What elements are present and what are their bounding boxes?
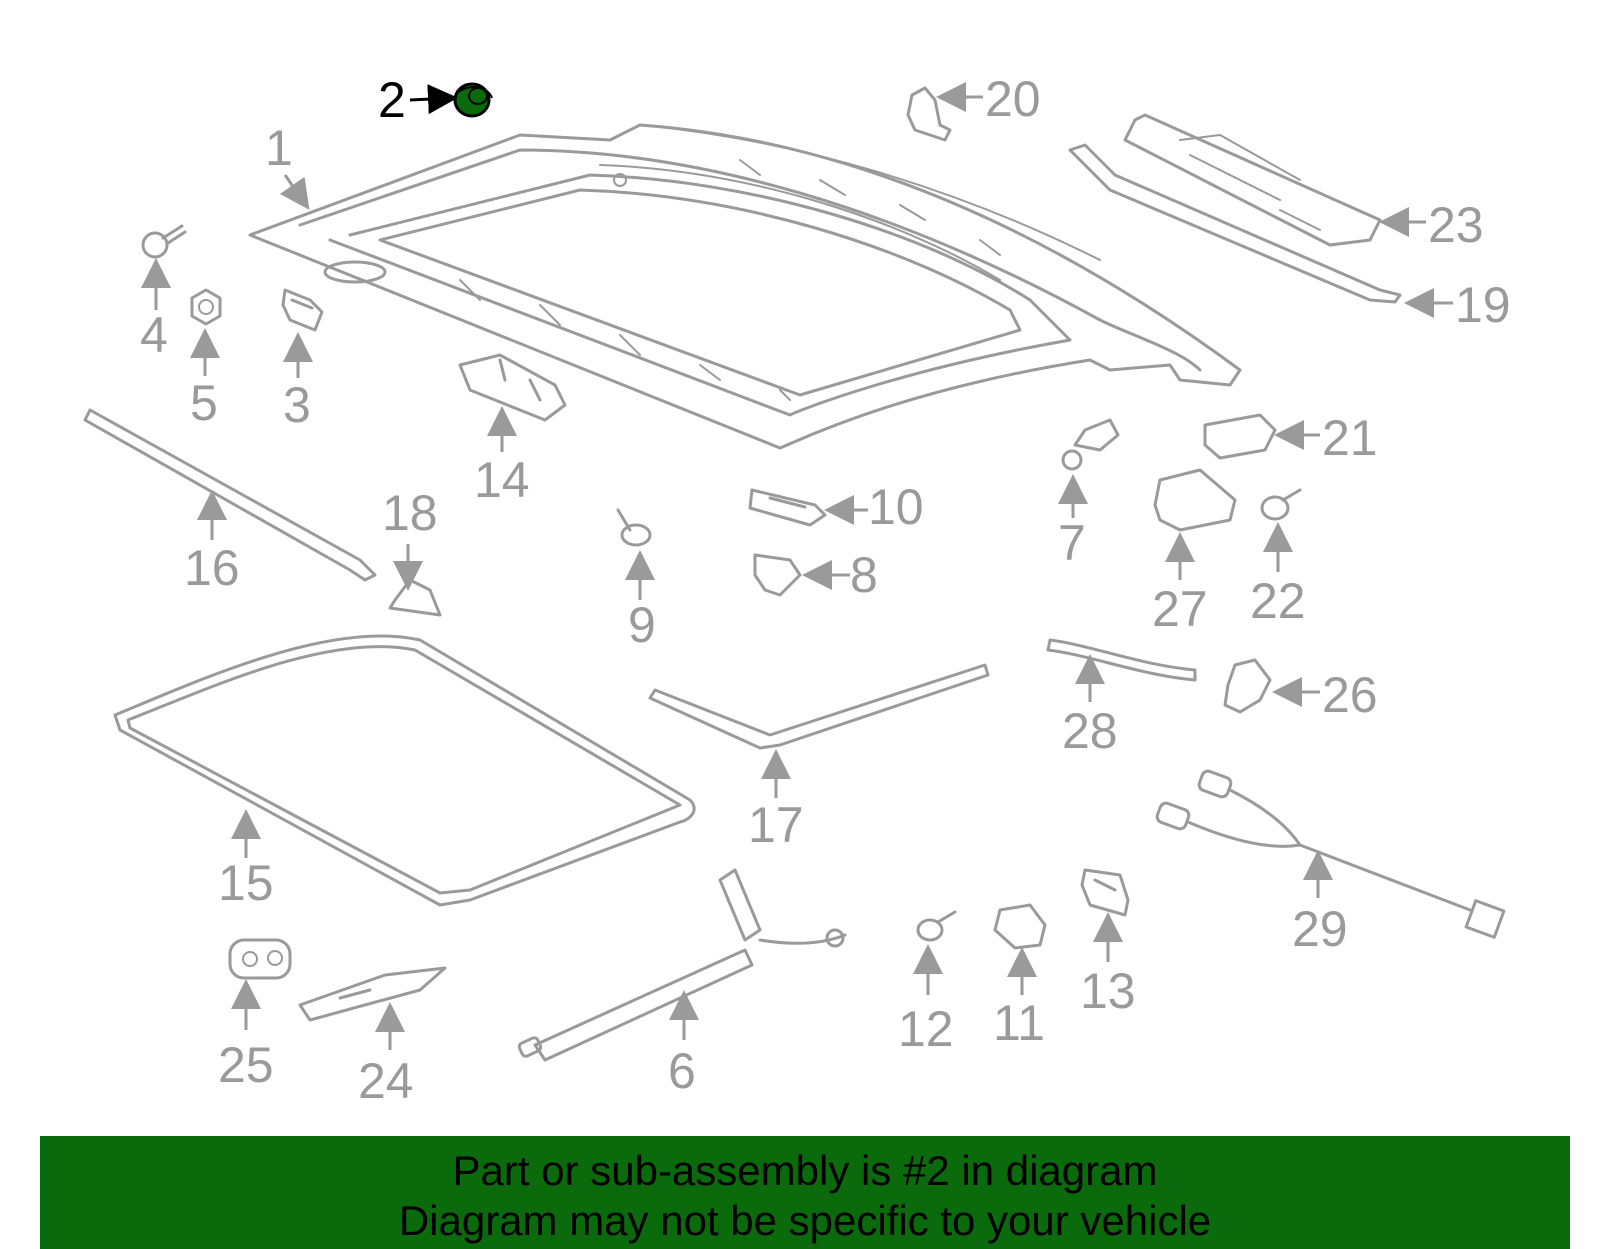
callout-label: 1 [265,120,293,176]
bolt-part-4[interactable] [141,224,187,259]
callout-11: 11 [993,947,1045,1051]
callout-label: 12 [898,1001,954,1057]
callout-9: 9 [625,550,656,653]
callout-label: 9 [628,597,656,653]
callout-label: 18 [382,485,438,541]
striker-part-10[interactable] [748,488,827,527]
callout-label: 28 [1062,703,1118,759]
plug-part-highlighted[interactable] [453,82,493,118]
callout-label: 6 [668,1043,696,1099]
pin-part-7[interactable] [1061,418,1120,471]
callout-label: 25 [218,1037,274,1093]
callout-5: 5 [190,328,220,431]
callout-label: 7 [1058,515,1086,571]
bolt-part-9[interactable] [616,508,652,547]
bolt-part-22[interactable] [1260,488,1302,521]
bracket-part-24[interactable] [298,966,447,1022]
callout-label: 5 [190,375,218,431]
footer-line-1: Part or sub-assembly is #2 in diagram [452,1147,1158,1194]
callout-label: 4 [140,307,168,363]
callout-label: 20 [985,71,1041,127]
callout-8: 8 [802,547,878,603]
bracket-part-20[interactable] [906,86,952,142]
handle-part-14[interactable] [458,353,567,422]
callout-label: 24 [358,1053,414,1109]
callout-label: 19 [1455,277,1511,333]
grommet-part-25[interactable] [228,938,292,980]
callout-label: 23 [1428,197,1484,253]
callout-label: 13 [1080,963,1136,1019]
callout-label: 27 [1152,581,1208,637]
wiring-harness-part-29[interactable] [1155,769,1506,939]
callout-21: 21 [1274,410,1378,466]
callout-26: 26 [1272,667,1378,723]
callout-24: 24 [358,1002,414,1109]
callout-25: 25 [218,979,274,1093]
callout-4: 4 [140,258,171,363]
callout-17: 17 [748,749,804,853]
clip-part-3[interactable] [281,288,324,332]
bracket-part-26[interactable] [1223,658,1272,714]
callout-15: 15 [218,809,274,911]
callout-19: 19 [1404,277,1511,333]
trim-strip-part-17[interactable] [648,663,990,750]
callout-label: 8 [850,547,878,603]
footer-line-2: Diagram may not be specific to your vehi… [398,1197,1212,1244]
nut-part-5[interactable] [190,288,222,326]
glass-seal-part-15[interactable] [113,634,696,907]
callout-6: 6 [668,990,699,1099]
callout-22: 22 [1250,522,1306,629]
callout-label: 16 [184,540,240,596]
callout-14: 14 [474,406,530,508]
callout-label: 2 [378,72,406,128]
footer-banner: Part or sub-assembly is #2 in diagram Di… [40,1136,1570,1249]
callout-27: 27 [1152,532,1208,637]
callout-label: 26 [1322,667,1378,723]
liftgate-frame-part[interactable] [248,123,1242,450]
latch-part-8[interactable] [753,553,802,597]
callout-20: 20 [936,71,1041,127]
callout-16: 16 [184,490,240,596]
callout-18: 18 [382,485,438,591]
callout-label: 11 [993,995,1045,1051]
callout-12: 12 [898,944,954,1057]
callout-label: 29 [1292,901,1348,957]
spoiler-part-23[interactable] [1123,113,1382,247]
lift-support-strut-part-6[interactable] [517,868,847,1062]
callout-label: 17 [748,797,804,853]
callout-3: 3 [283,332,313,433]
cap-part-21[interactable] [1203,413,1277,460]
latch-part-27[interactable] [1153,468,1237,532]
callout-label: 10 [868,479,924,535]
clip-part-11[interactable] [993,903,1047,950]
callout-13: 13 [1080,912,1136,1019]
callout-2: 2 [378,72,458,128]
callout-28: 28 [1062,654,1118,759]
bracket-part-13[interactable] [1080,868,1130,917]
weatherstrip-part-16[interactable] [83,408,377,582]
callout-label: 3 [283,377,311,433]
screw-part-12[interactable] [916,910,957,942]
callout-label: 22 [1250,573,1306,629]
bracket-part-18[interactable] [388,578,442,617]
callout-1: 1 [265,120,310,210]
callout-23: 23 [1379,197,1484,253]
callout-7: 7 [1058,474,1088,571]
callout-label: 21 [1322,410,1378,466]
seal-strip-part-19[interactable] [1068,143,1402,304]
callout-label: 14 [474,452,530,508]
rod-part-28[interactable] [1046,638,1197,682]
callout-29: 29 [1292,850,1348,957]
callout-label: 15 [218,855,274,911]
callout-10: 10 [824,479,924,535]
